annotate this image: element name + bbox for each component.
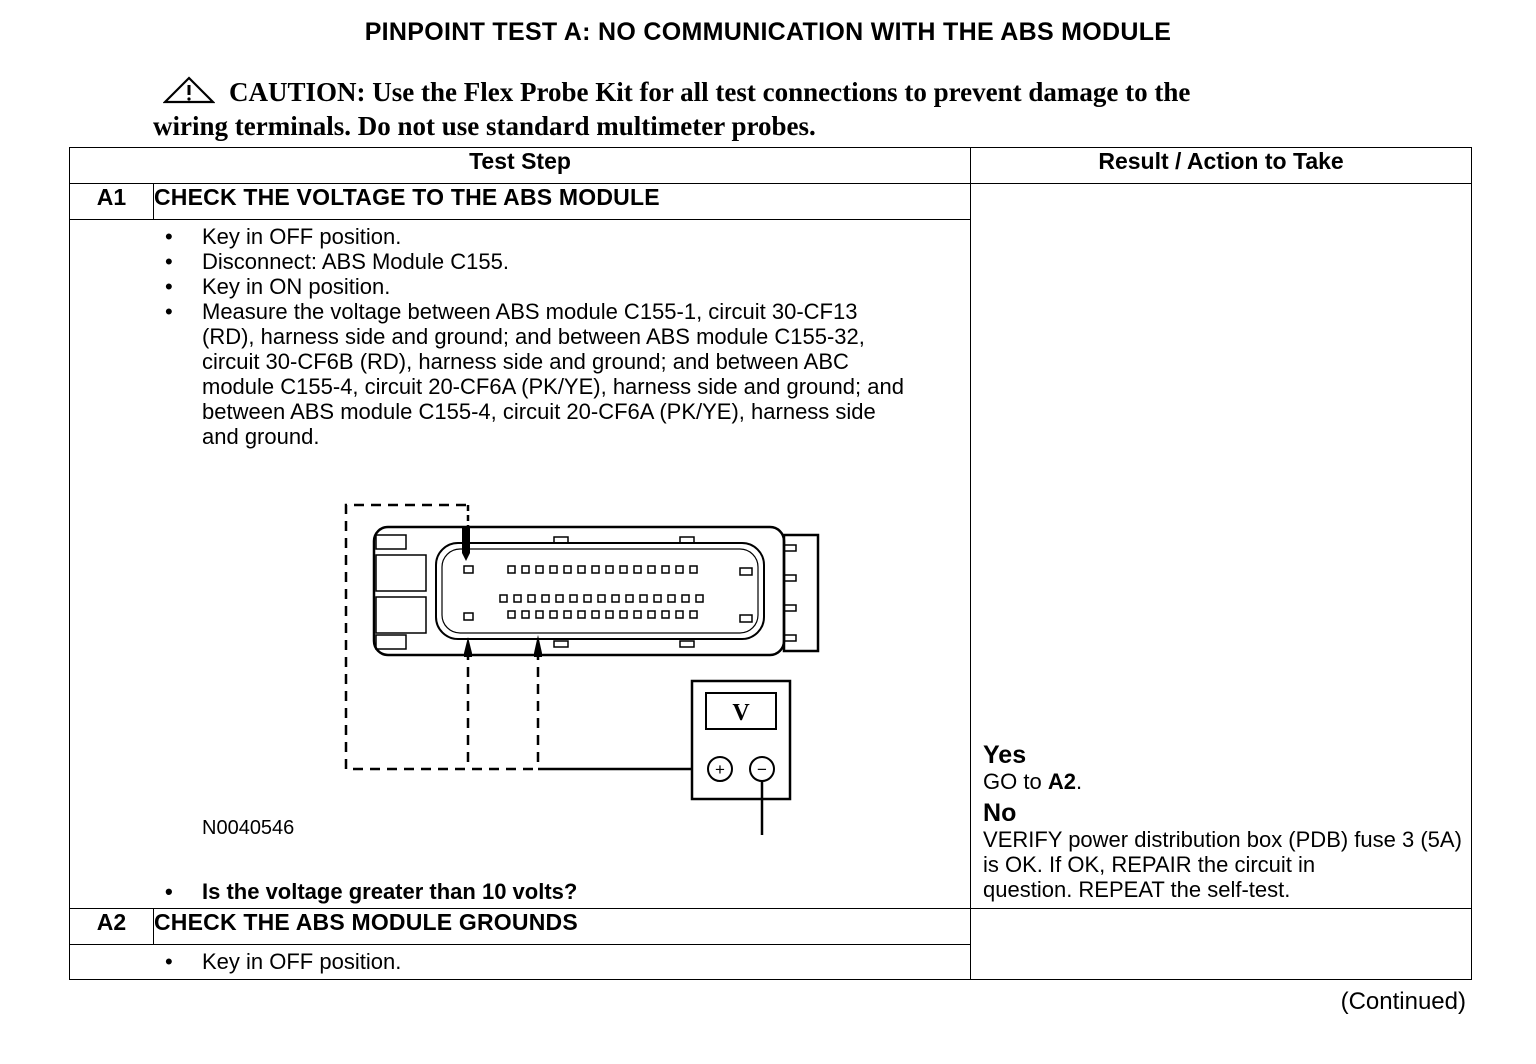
- step-body-a2: Key in OFF position.: [68, 944, 972, 980]
- caution-note: CAUTION: Use the Flex Probe Kit for all …: [153, 76, 1373, 142]
- step-name-a1: CHECK THE VOLTAGE TO THE ABS MODULE: [152, 183, 972, 220]
- step-id-a1: A1: [69, 183, 154, 220]
- yes-action: GO to A2.: [983, 769, 1083, 794]
- no-label: No: [983, 799, 1017, 827]
- caution-line-2: wiring terminals. Do not use standard mu…: [153, 111, 816, 141]
- test-table: Test Step Result / Action to Take A1 CHE…: [68, 147, 1473, 980]
- goto-a2-link[interactable]: A2: [1047, 769, 1076, 794]
- list-item: Disconnect: ABS Module C155.: [70, 249, 970, 274]
- connector-diagram: V + −: [344, 503, 820, 835]
- step-a1-bullets: Key in OFF position. Disconnect: ABS Mod…: [70, 220, 970, 449]
- continued-label: (Continued): [1340, 988, 1466, 1015]
- no-action-2: question. REPEAT the self-test.: [983, 877, 1291, 902]
- warning-triangle-icon: [162, 76, 216, 111]
- step-id-a2: A2: [69, 908, 154, 945]
- result-cell-a2: [970, 908, 1473, 980]
- figure-id: N0040546: [202, 817, 295, 839]
- step-name-a2: CHECK THE ABS MODULE GROUNDS: [152, 908, 972, 945]
- yes-label: Yes: [983, 741, 1027, 769]
- header-result: Result / Action to Take: [970, 147, 1473, 184]
- list-item: Is the voltage greater than 10 volts?: [70, 879, 970, 904]
- result-cell-a1: Yes GO to A2. No VERIFY power distributi…: [970, 183, 1473, 909]
- result-a1: Yes GO to A2. No VERIFY power distributi…: [983, 741, 1468, 903]
- meter-label: V: [732, 700, 750, 726]
- no-action-1: VERIFY power distribution box (PDB) fuse…: [983, 827, 1462, 877]
- list-item: Measure the voltage between ABS module C…: [70, 299, 970, 449]
- list-item: Key in OFF position.: [70, 224, 970, 249]
- list-item: Key in ON position.: [70, 274, 970, 299]
- list-item: Key in OFF position.: [70, 949, 970, 974]
- step-a2-bullets: Key in OFF position.: [70, 945, 970, 974]
- header-test-step: Test Step: [68, 147, 972, 184]
- caution-line-1: CAUTION: Use the Flex Probe Kit for all …: [229, 77, 1191, 107]
- meter-plus: +: [715, 760, 725, 779]
- meter-minus: −: [757, 760, 767, 779]
- step-a1-question: Is the voltage greater than 10 volts?: [70, 879, 970, 908]
- wiring-figure: V + − N0040546: [70, 449, 970, 879]
- page-title: PINPOINT TEST A: NO COMMUNICATION WITH T…: [364, 18, 1172, 46]
- step-body-a1: Key in OFF position. Disconnect: ABS Mod…: [68, 219, 972, 909]
